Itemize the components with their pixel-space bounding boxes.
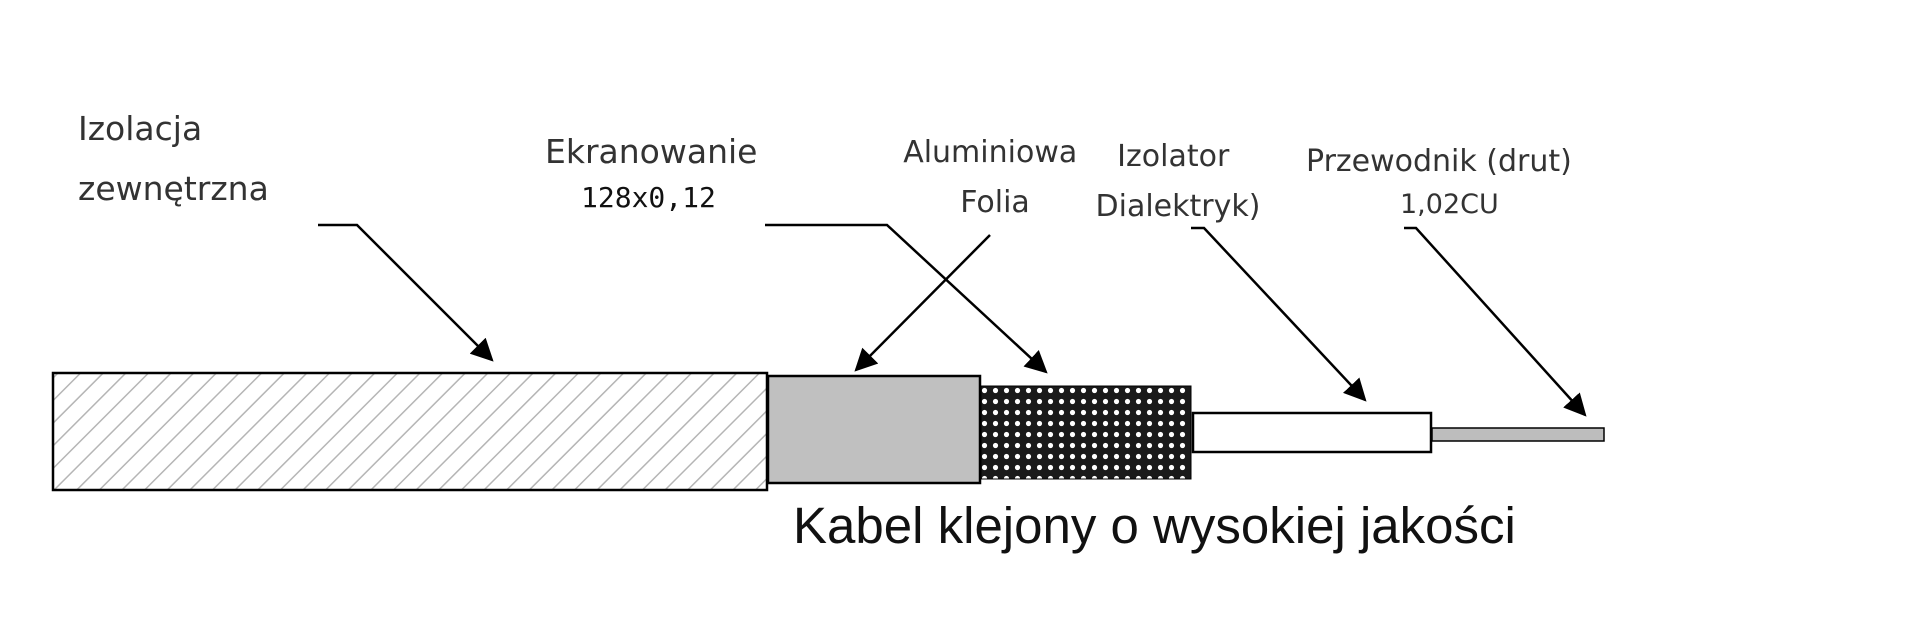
outer-insulation-leader: [318, 223, 494, 362]
shielding-leader: [765, 223, 1048, 374]
cable-caption: Kabel klejony o wysokiej jakości: [793, 497, 1516, 554]
insulator-leader: [1191, 226, 1367, 402]
braid-shield-layer: [980, 385, 1192, 480]
aluminium-foil-layer: [766, 374, 982, 485]
aluminium-foil-label: Aluminiowa Folia: [903, 135, 1087, 220]
conductor-leader: [1404, 226, 1587, 417]
conductor-label: Przewodnik (drut): [1306, 144, 1572, 179]
aluminium-foil-leader: [854, 234, 991, 372]
shielding-label: Ekranowanie: [545, 132, 757, 171]
outer-insulation-layer: [51, 371, 769, 492]
outer-insulation-label: Izolacja zewnętrzna: [78, 109, 269, 208]
shielding-spec: 128x0,12: [581, 181, 716, 214]
dielectric-layer: [1191, 411, 1433, 454]
conductor-wire: [1431, 427, 1605, 442]
insulator-label: Izolator Dialektryk): [1096, 139, 1261, 224]
conductor-spec: 1,02CU: [1400, 189, 1499, 220]
